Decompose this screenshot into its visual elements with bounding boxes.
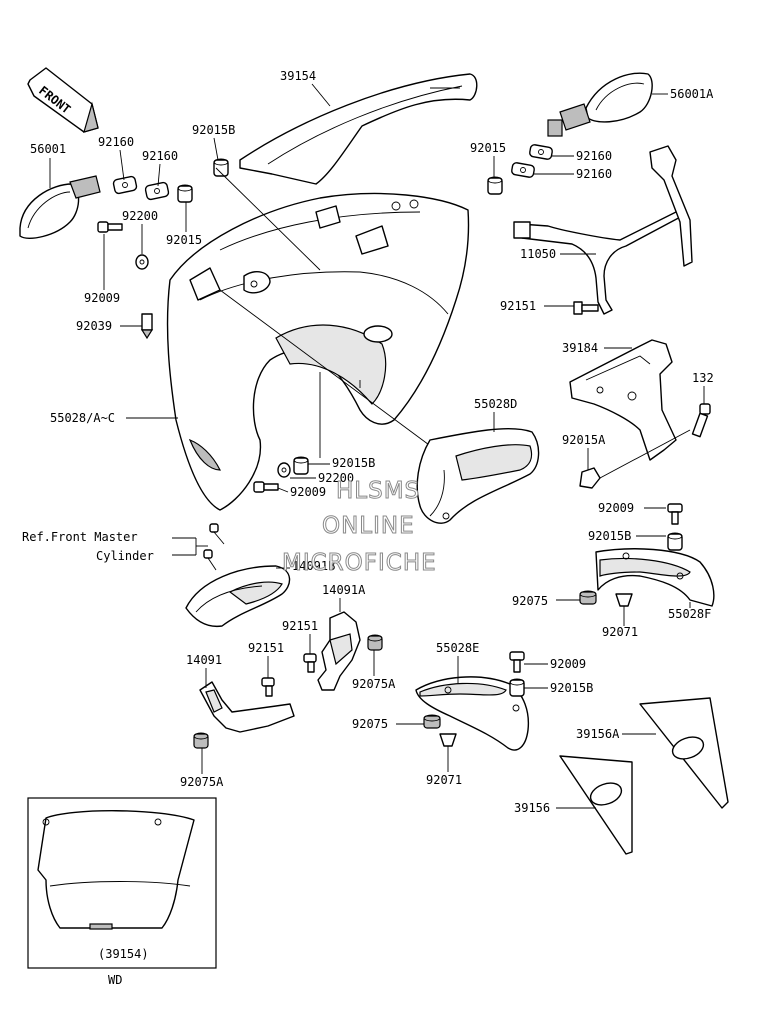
duct-55028D xyxy=(416,428,540,524)
washer-92200-mid xyxy=(277,462,291,478)
bolt-92009-bottom xyxy=(509,651,525,673)
watermark-line2: ONLINE xyxy=(322,513,415,539)
guard-14091A xyxy=(317,611,361,691)
label-92009-bottom: 92009 xyxy=(550,657,586,671)
bolt-ref-upper xyxy=(209,523,225,545)
label-39156A: 39156A xyxy=(576,727,620,741)
label-55028E: 55028E xyxy=(436,641,479,655)
label-92151-left: 92151 xyxy=(248,641,284,655)
cover-55028E xyxy=(415,676,530,751)
watermark-line3: MICROFICHE xyxy=(282,550,437,576)
label-92071-right: 92071 xyxy=(602,625,638,639)
grommet-92075A-center xyxy=(367,634,383,651)
bolt-92151-center xyxy=(303,653,317,673)
mirror-56001 xyxy=(19,175,101,240)
inset-windscreen-wd xyxy=(27,797,217,969)
label-39156: 39156 xyxy=(514,801,550,815)
label-92151-right: 92151 xyxy=(500,299,536,313)
bolt-92151-right xyxy=(573,301,599,315)
washer-92200-left xyxy=(135,254,149,270)
label-55028: 55028/A~C xyxy=(50,411,115,425)
label-55028F: 55028F xyxy=(668,607,711,621)
label-92071-bottom: 92071 xyxy=(426,773,462,787)
label-14091: 14091 xyxy=(186,653,222,667)
label-11050: 11050 xyxy=(520,247,556,261)
label-ref-front-master: Ref.Front Master xyxy=(22,530,138,544)
bolt-92009-mid xyxy=(253,481,279,493)
label-ref-cylinder: Cylinder xyxy=(96,549,154,563)
front-direction-arrow: FRONT xyxy=(27,67,99,133)
label-92015B-bottom: 92015B xyxy=(550,681,593,695)
label-92009-left: 92009 xyxy=(84,291,120,305)
bolt-92151-left xyxy=(261,677,275,697)
grommet-92160-left-2 xyxy=(144,181,170,201)
label-92015B-top: 92015B xyxy=(192,123,235,137)
label-39184: 39184 xyxy=(562,341,598,355)
label-92075-bottom: 92075 xyxy=(352,717,388,731)
label-92009-mid: 92009 xyxy=(290,485,326,499)
label-92075A-center: 92075A xyxy=(352,677,396,691)
bolt-92009-right xyxy=(667,503,683,525)
label-92075A-left: 92075A xyxy=(180,775,224,789)
grommet-92075A-left xyxy=(193,732,209,749)
collar-92015-right xyxy=(487,176,503,195)
label-14091B: 14091B xyxy=(292,559,335,573)
cover-39156 xyxy=(559,755,633,855)
grommet-92075-bottom xyxy=(423,714,441,729)
collar-92015B-top xyxy=(213,158,229,177)
label-92015-left: 92015 xyxy=(166,233,202,247)
bolt-132 xyxy=(691,403,711,438)
upper-fairing-55028 xyxy=(166,192,470,511)
label-92015A: 92015A xyxy=(562,433,606,447)
inset-part-label: (39154) xyxy=(98,947,149,961)
label-55028D: 55028D xyxy=(474,397,517,411)
label-56001A: 56001A xyxy=(670,87,714,101)
label-92015B-right: 92015B xyxy=(588,529,631,543)
mirror-56001A xyxy=(547,72,653,137)
clip-92071-right xyxy=(615,593,633,607)
bolt-92009-left xyxy=(97,221,123,233)
grommet-92160-right-2 xyxy=(511,162,535,178)
label-92015B-mid: 92015B xyxy=(332,456,375,470)
label-92160-right-2: 92160 xyxy=(576,167,612,181)
label-92160-left-2: 92160 xyxy=(142,149,178,163)
clip-92071-bottom xyxy=(439,733,457,747)
watermark-line1: HLSMS xyxy=(336,478,420,504)
collar-92015B-mid xyxy=(293,456,309,475)
label-92075-right: 92075 xyxy=(512,594,548,608)
collar-92015B-right xyxy=(667,532,683,551)
collar-92015B-bottom xyxy=(509,678,525,697)
grommet-92160-right-1 xyxy=(529,144,553,160)
screw-92039 xyxy=(140,313,154,340)
label-92015-right: 92015 xyxy=(470,141,506,155)
collar-92015-left xyxy=(177,184,193,203)
grommet-92160-left-1 xyxy=(112,175,138,195)
label-92200-mid: 92200 xyxy=(318,471,354,485)
label-92151-center: 92151 xyxy=(282,619,318,633)
label-14091A: 14091A xyxy=(322,583,366,597)
cover-55028F xyxy=(595,548,715,607)
stay-11050 xyxy=(513,145,693,315)
bolt-ref-lower xyxy=(203,549,217,571)
label-92160-right-1: 92160 xyxy=(576,149,612,163)
guard-14091B xyxy=(185,565,291,628)
watermark: HLSMS ONLINE MICROFICHE xyxy=(282,478,437,577)
grommet-92075-right xyxy=(579,590,597,605)
cover-39156A xyxy=(639,697,729,809)
windscreen-39154 xyxy=(239,73,478,185)
label-39154: 39154 xyxy=(280,69,316,83)
label-92200-left: 92200 xyxy=(122,209,158,223)
bracket-39184 xyxy=(569,339,677,461)
guard-14091 xyxy=(199,681,295,733)
label-56001: 56001 xyxy=(30,142,66,156)
nut-92015A xyxy=(579,467,601,489)
label-92009-right: 92009 xyxy=(598,501,634,515)
label-92039: 92039 xyxy=(76,319,112,333)
inset-variant-label: WD xyxy=(108,973,122,987)
label-132: 132 xyxy=(692,371,714,385)
label-92160-left-1: 92160 xyxy=(98,135,134,149)
